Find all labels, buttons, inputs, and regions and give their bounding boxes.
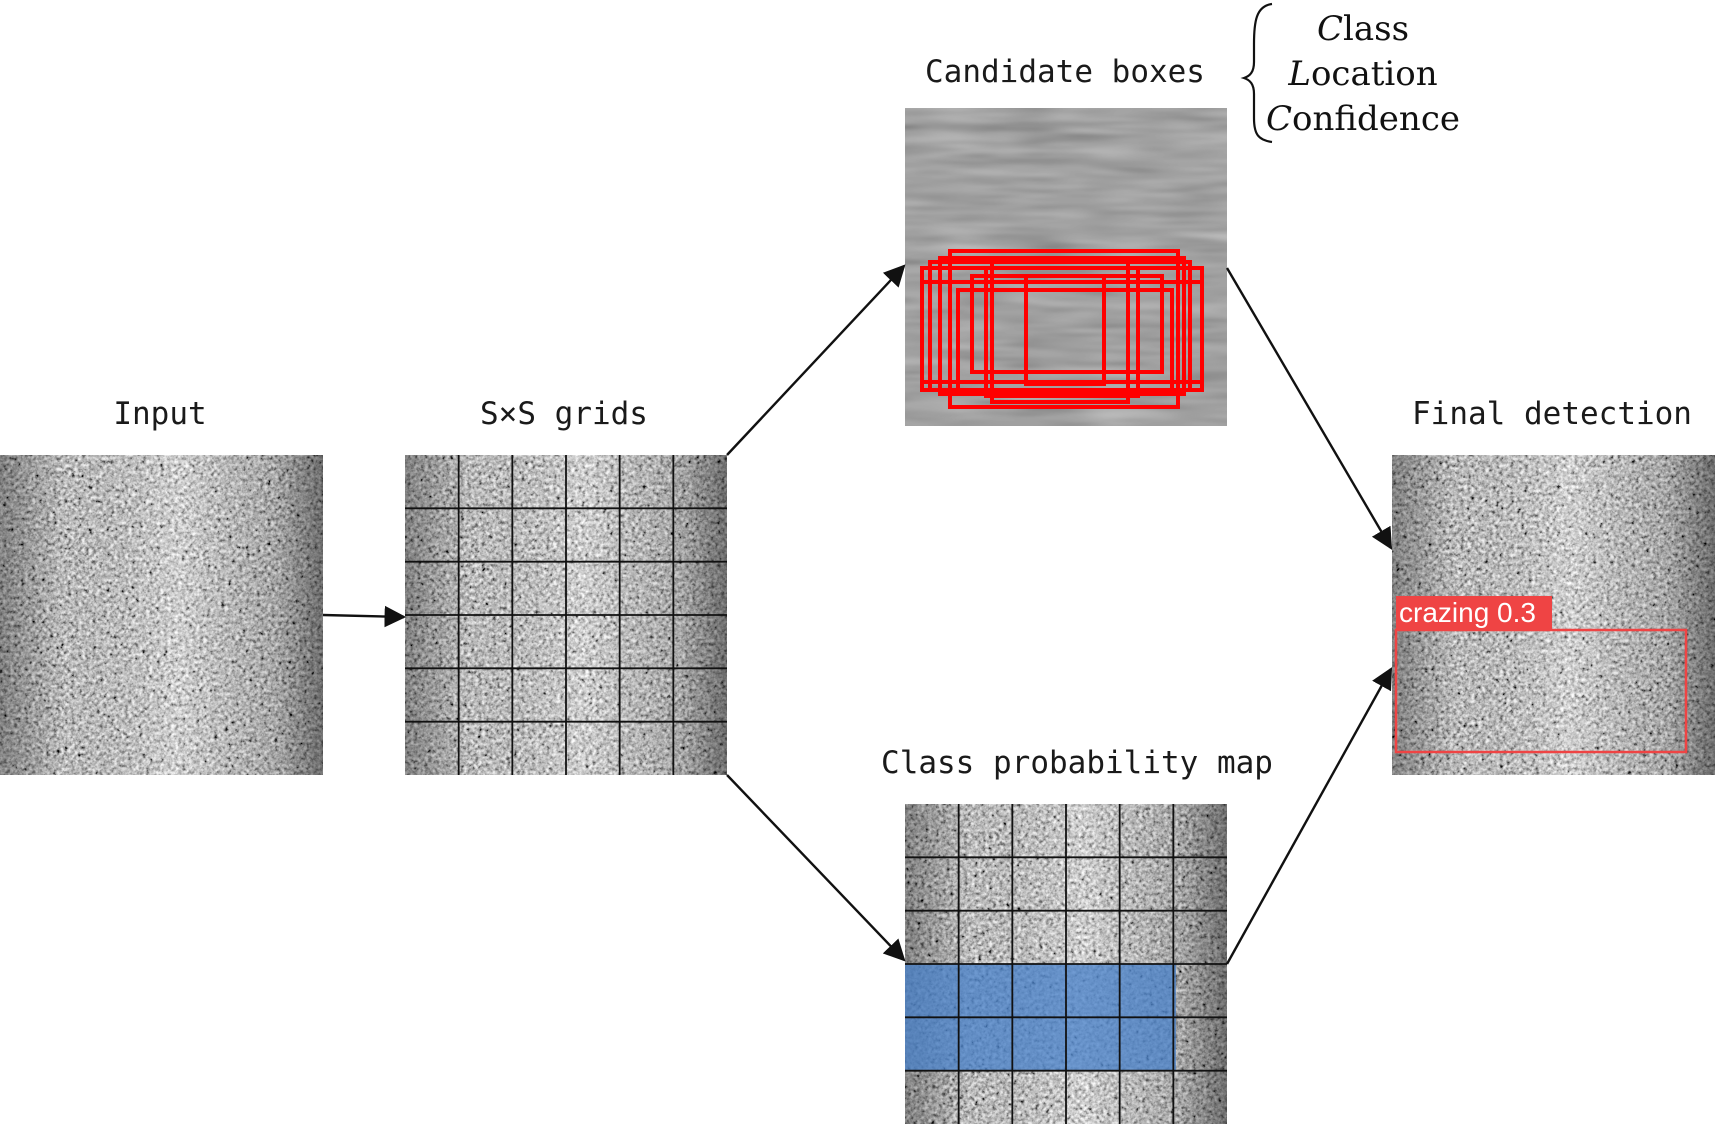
class-map-image bbox=[905, 804, 1227, 1124]
input-image bbox=[0, 455, 323, 775]
detection-label: crazing 0.3 bbox=[1399, 597, 1536, 628]
arrow-input-to-grids bbox=[322, 605, 407, 628]
candidate-box bbox=[948, 249, 1180, 409]
candidate-image bbox=[905, 108, 1227, 426]
detection-label-bg bbox=[1396, 596, 1552, 630]
grid-lines bbox=[905, 804, 1227, 1124]
grid-image bbox=[405, 455, 727, 775]
brace-list: Class Location Confidence bbox=[1266, 9, 1460, 139]
candidate-box bbox=[920, 280, 1204, 384]
brace-item-confidence: Confidence bbox=[1266, 99, 1460, 139]
grid-lines bbox=[405, 455, 727, 775]
candidate-box bbox=[956, 288, 1174, 392]
input-label: Input bbox=[113, 396, 206, 432]
final-detection-image: crazing 0.3 bbox=[1392, 455, 1715, 775]
candidate-box bbox=[990, 258, 1130, 404]
final-detection-label: Final detection bbox=[1412, 396, 1692, 432]
grids-label: S×S grids bbox=[480, 396, 648, 432]
brace-item-location: Location bbox=[1287, 54, 1437, 94]
candidate-boxes-label: Candidate boxes bbox=[925, 54, 1205, 90]
arrow-grids-to-class-map bbox=[726, 774, 906, 962]
candidate-box-group bbox=[920, 249, 1204, 409]
curly-brace bbox=[1240, 2, 1273, 144]
arrow-class-map-to-final bbox=[1225, 667, 1393, 965]
brace-item-class: Class bbox=[1317, 9, 1409, 49]
class-probability-label: Class probability map bbox=[881, 745, 1273, 781]
arrows bbox=[322, 264, 1393, 965]
arrow-candidates-to-final bbox=[1225, 267, 1393, 550]
arrow-grids-to-candidates bbox=[726, 264, 906, 456]
candidate-box bbox=[984, 266, 1140, 398]
